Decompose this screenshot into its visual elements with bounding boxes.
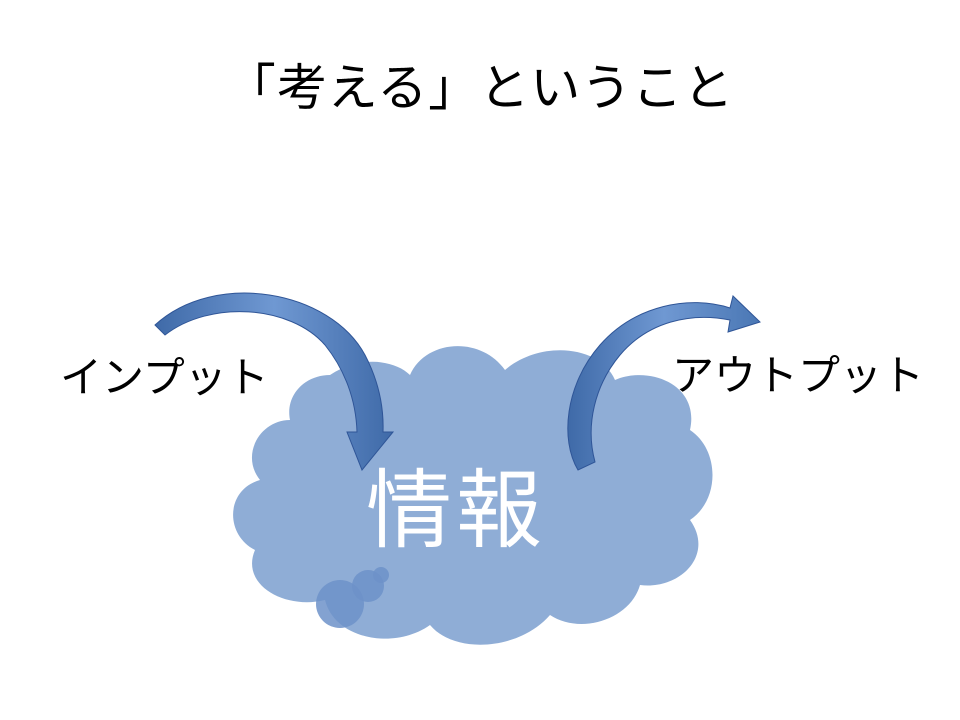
cloud-label: 情報 [366, 461, 546, 561]
input-arrow-body [154, 292, 395, 471]
thought-bubble-small [373, 567, 389, 583]
input-label: インプット [60, 353, 269, 402]
output-arrow [567, 295, 761, 471]
thought-cloud [233, 346, 713, 645]
thought-bubble-large [316, 580, 364, 628]
input-arrow [154, 292, 395, 471]
output-arrow-body [567, 295, 761, 471]
slide-title: 「考える」ということ [225, 59, 735, 117]
output-label: アウトプット [672, 351, 925, 400]
cloud-shape [233, 346, 713, 645]
